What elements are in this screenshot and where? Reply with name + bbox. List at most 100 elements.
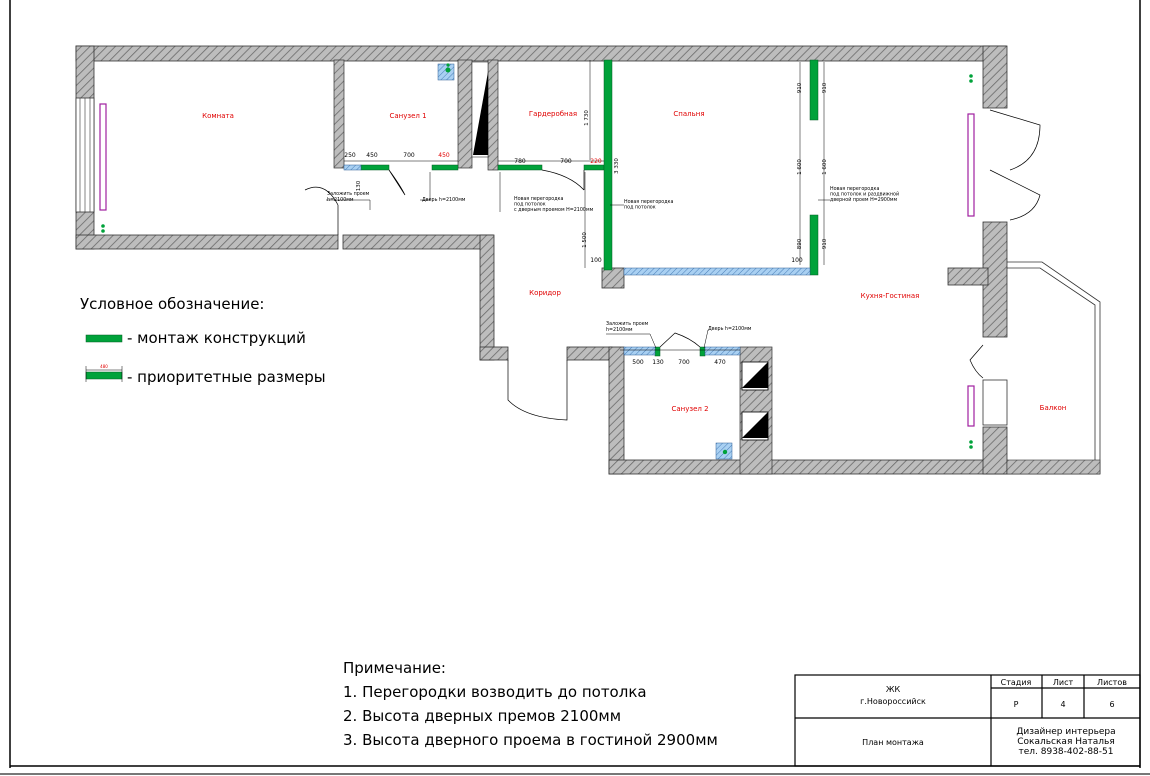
new-partition-wc2-b — [699, 346, 706, 357]
radiator-icon — [967, 385, 975, 427]
door-wc2-icon — [659, 332, 701, 348]
dim-700: 700 — [560, 158, 572, 165]
dim-500: 500 — [632, 359, 644, 366]
new-partition-wc2 — [654, 346, 661, 357]
socket-dots — [101, 74, 973, 449]
dim-910: 910 — [822, 238, 828, 249]
annotation-novaya-1: Новая перегородка под потолок с дверным … — [514, 196, 594, 213]
annotation-zalozhit-2: Заложить проем h=2100мм — [606, 321, 650, 333]
annotation-dver-2: Дверь h=2100мм — [708, 326, 752, 332]
wall-corridor-bottom-mid — [566, 346, 613, 361]
legend-swatch-priority-dims: 480 — [85, 364, 123, 382]
room-label-balkon: Балкон — [1040, 404, 1067, 412]
title-block-sheets-header: Листов — [1097, 678, 1127, 687]
wall-bottom-corridor — [342, 234, 494, 250]
blocked-openings — [343, 63, 811, 460]
title-block-stage: Р — [1014, 700, 1019, 709]
wall-bottom-left — [75, 234, 339, 250]
svg-text:480: 480 — [100, 364, 108, 369]
dim-910: 910 — [822, 82, 828, 93]
drain-icon — [722, 449, 728, 455]
title-block-phone: тел. 8938-402-88-51 — [1019, 747, 1114, 757]
leader-lines — [326, 172, 830, 349]
door-wc1-icon — [388, 169, 406, 196]
dimension-lines — [344, 60, 825, 351]
dim-220: 220 — [590, 158, 602, 165]
dim-910: 910 — [797, 82, 803, 93]
room-label-sanuzel2: Санузел 2 — [671, 405, 708, 413]
door-kitchen-balcony-icon — [969, 344, 984, 379]
door-room-icon — [304, 186, 339, 235]
room-label-kuhnya: Кухня-Гостиная — [861, 292, 920, 300]
room-label-sanuzel1: Санузел 1 — [389, 112, 426, 120]
legend-swatch-construction — [85, 334, 123, 343]
title-block-sheet: 4 — [1060, 700, 1065, 709]
ventilation-shaft-1 — [471, 61, 489, 158]
dim-1600: 1 600 — [822, 159, 828, 175]
annotation-novaya-3: Новая перегородка под потолок и раздвижн… — [830, 186, 901, 203]
dim-100: 100 — [791, 257, 803, 264]
drain-icon — [445, 67, 451, 73]
wc1-fixture — [437, 63, 455, 81]
dim-1500: 1 500 — [582, 232, 588, 248]
wall-right-mid — [982, 221, 1008, 338]
ventilation-shaft-2 — [741, 361, 769, 441]
title-block-designer: Дизайнер интерьера — [1016, 727, 1115, 737]
wall-bottom-kitchen — [608, 459, 1008, 475]
dim-780: 780 — [514, 158, 526, 165]
wall-shaft-wardrobe — [487, 59, 499, 171]
column-bedroom — [601, 267, 625, 289]
doors — [304, 109, 1041, 421]
bedroom-bottom-wall — [623, 267, 811, 276]
dim-1600: 1 600 — [797, 159, 803, 175]
new-partition-bedroom-right-top — [809, 59, 819, 121]
new-partition-wc1-a — [360, 164, 390, 171]
dim-100: 100 — [590, 257, 602, 264]
dim-450-priority: 450 — [438, 152, 450, 159]
legend-title: Условное обозначение: — [80, 295, 264, 313]
exterior-walls — [75, 45, 1008, 475]
entrance-door-icon — [507, 360, 568, 421]
notes-line-1: 1. Перегородки возводить до потолка — [343, 683, 647, 701]
dim-130: 130 — [356, 180, 362, 191]
legend-item-construction: - монтаж конструкций — [127, 329, 306, 347]
room-label-garderobnaya: Гардеробная — [529, 110, 577, 118]
wall-right-bottom — [982, 426, 1008, 475]
title-block-drawing-name: План монтажа — [862, 738, 924, 747]
new-partition-wardrobe — [497, 164, 543, 171]
radiator-icon — [967, 113, 975, 217]
balcony-wall — [1006, 459, 1101, 475]
room-label-spalnya: Спальня — [673, 110, 704, 118]
notes-line-2: 2. Высота дверных премов 2100мм — [343, 707, 621, 725]
door-wardrobe-icon — [541, 169, 585, 191]
dim-1730: 1 730 — [584, 110, 590, 126]
wall-wc2-left — [608, 346, 625, 475]
legend-item-priority: - приоритетные размеры — [127, 368, 326, 386]
dim-250: 250 — [344, 152, 356, 159]
title-block-project: ЖК — [886, 685, 901, 694]
column-kitchen — [947, 267, 989, 286]
new-partition-bedroom-left — [603, 59, 613, 271]
title-block-stage-header: Стадия — [1001, 678, 1032, 687]
dim-130: 130 — [652, 359, 664, 366]
new-partition-bedroom-right-bottom — [809, 214, 819, 276]
door-balcony-bottom-icon — [989, 169, 1041, 221]
title-block-city: г.Новороссийск — [860, 697, 926, 706]
radiators — [99, 103, 975, 427]
radiator-icon — [99, 103, 107, 211]
new-partition-wardrobe-b — [583, 164, 605, 171]
annotation-dver-1: Дверь h=2100мм — [422, 197, 466, 203]
dim-450: 450 — [366, 152, 378, 159]
dim-890: 890 — [797, 238, 803, 249]
wall-corridor-bottom-left — [479, 346, 509, 361]
wall-right-top — [982, 45, 1008, 109]
dim-470: 470 — [714, 359, 726, 366]
title-block — [794, 674, 1141, 767]
legend: Условное обозначение: - монтаж конструкц… — [80, 295, 326, 386]
notes-title: Примечание: — [343, 659, 446, 677]
window-left — [75, 97, 95, 213]
drain-icon — [446, 63, 450, 67]
interior-walls — [333, 59, 773, 475]
